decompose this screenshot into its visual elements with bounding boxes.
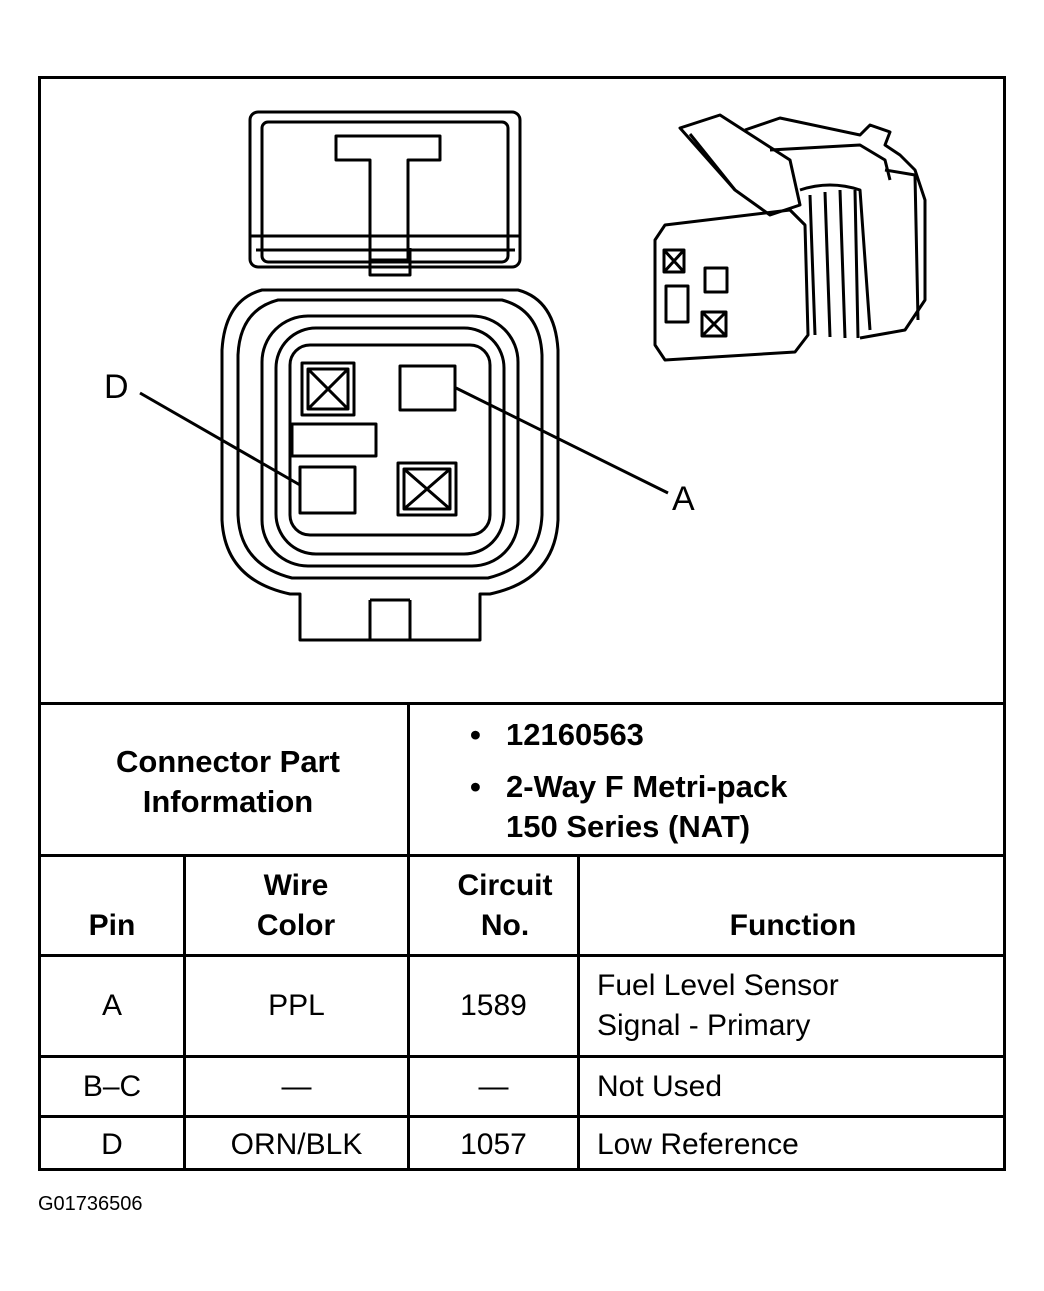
- row-bc-circuit-no: —: [478, 1069, 509, 1103]
- header-pin: Pin: [88, 909, 136, 942]
- table-col-divider-pin: [183, 854, 186, 1171]
- label-d: D: [104, 368, 129, 406]
- row-a-circuit-no: 1589: [460, 989, 527, 1022]
- table-col-divider-circuit: [577, 854, 580, 1171]
- figure-id: G01736506: [38, 1193, 143, 1215]
- row-a-wire-color: PPL: [268, 989, 325, 1022]
- row-a-pin: A: [101, 989, 122, 1022]
- connector-info-label: Connector Part Information: [116, 744, 340, 819]
- leader-line-a: [455, 386, 669, 495]
- row-d-circuit-no: 1057: [460, 1127, 527, 1161]
- row-bc-wire-color: —: [281, 1069, 312, 1103]
- leader-line-d: [139, 391, 301, 487]
- connector-info-items: •12160563 •2-Way F Metri-pack 150 Series…: [470, 715, 787, 847]
- row-d-function: Low Reference: [597, 1127, 799, 1161]
- connector-info-item: 150 Series (NAT): [506, 809, 751, 844]
- pin-cavity-lower-left: [298, 465, 357, 515]
- row-bc-pin: B–C: [82, 1069, 142, 1103]
- connector-info-item: •2-Way F Metri-pack: [470, 769, 788, 804]
- row-a-function: Fuel Level Sensor Signal - Primary: [597, 969, 839, 1042]
- pin-cavity-a: [398, 364, 457, 412]
- table-divider-row2: [38, 1055, 1006, 1058]
- connector-info-item: •12160563: [470, 717, 644, 752]
- row-d-pin: D: [101, 1127, 123, 1161]
- pin-cavity-lower-right: [396, 461, 458, 517]
- row-bc-function: Not Used: [597, 1069, 723, 1103]
- header-circuit-no: Circuit No.: [457, 869, 553, 942]
- connector-diagram: D A: [104, 110, 927, 642]
- header-wire-color: Wire Color: [256, 869, 336, 942]
- label-a: A: [672, 480, 695, 518]
- connector-face-view: [220, 110, 560, 642]
- pin-cavity-d: [300, 361, 356, 417]
- table-divider-row3: [38, 1115, 1006, 1118]
- row-d-wire-color: ORN/BLK: [230, 1127, 363, 1161]
- table-divider-header: [38, 854, 1006, 857]
- table-divider-top: [38, 702, 1006, 705]
- table-divider-row1: [38, 954, 1006, 957]
- table-col-divider-info: [407, 702, 410, 1171]
- diagram-frame: [38, 76, 1006, 1171]
- header-function: Function: [729, 909, 857, 942]
- connector-perspective-view: [653, 113, 927, 362]
